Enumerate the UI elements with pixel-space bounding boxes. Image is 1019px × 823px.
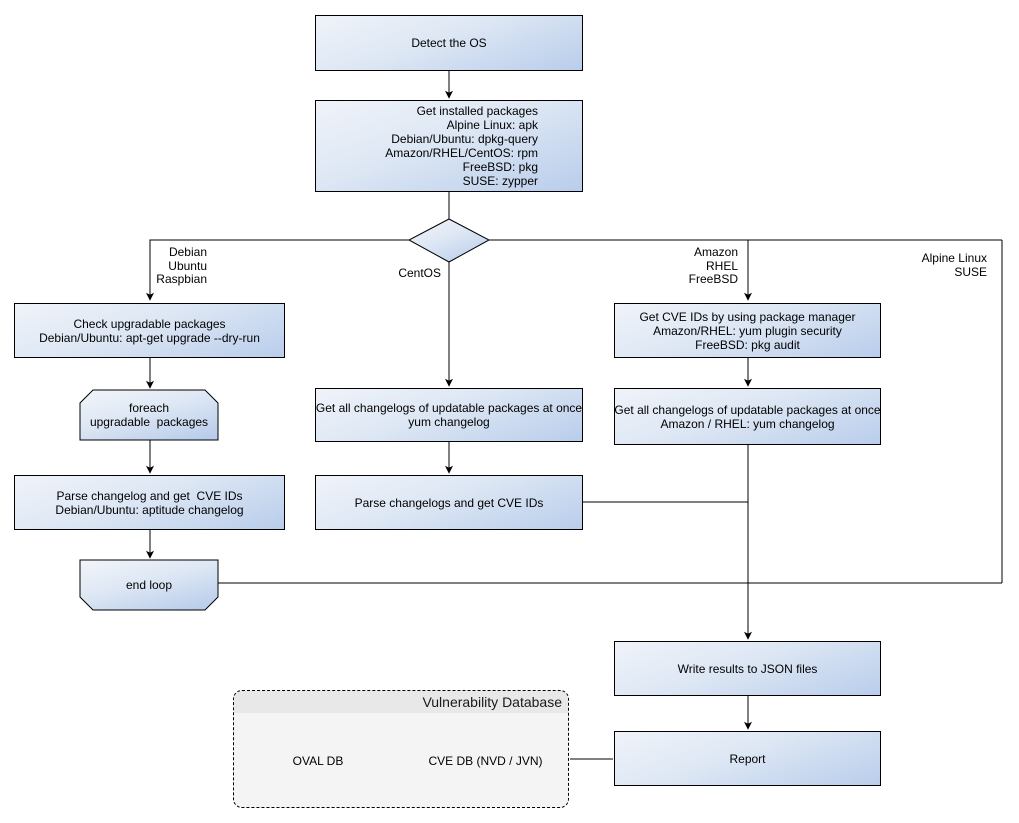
node-line: Debian/Ubuntu: dpkg-query bbox=[391, 132, 538, 146]
node-line: upgradable packages bbox=[89, 415, 209, 429]
node-line: Get installed packages bbox=[416, 104, 538, 118]
node-end-loop: end loop bbox=[80, 560, 218, 610]
node-line: FreeBSD: pkg audit bbox=[695, 337, 800, 352]
end-loop-shape bbox=[79, 559, 219, 611]
node-parse-changelog-debian: Parse changelog and get CVE IDs Debian/U… bbox=[14, 475, 285, 530]
branch-label-line: CentOS bbox=[398, 266, 441, 280]
branch-label-line: Raspbian bbox=[156, 272, 207, 286]
node-line: Check upgradable packages bbox=[73, 316, 226, 331]
branch-label-line: RHEL bbox=[705, 258, 738, 273]
node-line: Amazon/RHEL/CentOS: rpm bbox=[385, 146, 538, 160]
node-line: yum changelog bbox=[408, 415, 490, 429]
branch-label-alpine-suse: Alpine Linux SUSE bbox=[857, 251, 987, 279]
node-label: Detect the OS bbox=[411, 36, 487, 50]
node-write-results-json: Write results to JSON files bbox=[614, 641, 881, 696]
node-get-changelogs-amazon: Get all changelogs of updatable packages… bbox=[614, 388, 881, 445]
node-label: end loop bbox=[125, 578, 173, 592]
foreach-loop-shape bbox=[79, 389, 219, 441]
node-line: Amazon/RHEL: yum plugin security bbox=[653, 323, 842, 338]
branch-label-line: SUSE bbox=[954, 264, 987, 279]
node-line: Get CVE IDs by using package manager bbox=[639, 309, 856, 324]
vulnerability-database-container: Vulnerability Database bbox=[233, 690, 569, 808]
node-label: Report bbox=[729, 751, 766, 766]
node-get-installed-packages: Get installed packages Alpine Linux: apk… bbox=[315, 100, 583, 192]
node-label: Write results to JSON files bbox=[677, 661, 818, 676]
node-detect-os: Detect the OS bbox=[315, 15, 583, 71]
node-report: Report bbox=[614, 731, 881, 786]
node-line: Debian/Ubuntu: apt-get upgrade --dry-run bbox=[39, 330, 260, 345]
node-get-changelogs-centos: Get all changelogs of updatable packages… bbox=[315, 388, 583, 442]
branch-label-line: FreeBSD bbox=[688, 272, 738, 286]
node-foreach-loop: foreach upgradable packages bbox=[80, 390, 218, 440]
branch-label-line: Alpine Linux bbox=[921, 251, 987, 265]
node-line: Get all changelogs of updatable packages… bbox=[614, 402, 881, 417]
node-line: Amazon / RHEL: yum changelog bbox=[660, 416, 835, 431]
node-label: Parse changelogs and get CVE IDs bbox=[354, 495, 544, 510]
node-line: FreeBSD: pkg bbox=[462, 160, 538, 174]
vulnerability-database-title: Vulnerability Database bbox=[234, 691, 568, 713]
branch-label-line: Debian bbox=[168, 245, 207, 259]
node-line: Debian/Ubuntu: aptitude changelog bbox=[55, 502, 244, 517]
node-check-upgradable-packages: Check upgradable packages Debian/Ubuntu:… bbox=[14, 303, 285, 358]
node-line: SUSE: zypper bbox=[462, 174, 538, 188]
node-line: Parse changelog and get CVE IDs bbox=[56, 488, 243, 503]
node-parse-changelogs-centos: Parse changelogs and get CVE IDs bbox=[315, 475, 583, 530]
node-line: foreach bbox=[128, 401, 170, 415]
branch-label-amazon: Amazon RHEL FreeBSD bbox=[638, 245, 738, 287]
branch-label-debian: Debian Ubuntu Raspbian bbox=[107, 245, 207, 287]
branch-label-line: Amazon bbox=[693, 245, 738, 259]
branch-label-line: Ubuntu bbox=[168, 258, 207, 273]
node-line: Get all changelogs of updatable packages… bbox=[315, 401, 583, 415]
branch-label-centos: CentOS bbox=[341, 266, 441, 281]
node-line: Alpine Linux: apk bbox=[446, 118, 538, 132]
decision-diamond bbox=[407, 218, 491, 263]
node-get-cve-ids-package-manager: Get CVE IDs by using package manager Ama… bbox=[614, 303, 881, 358]
